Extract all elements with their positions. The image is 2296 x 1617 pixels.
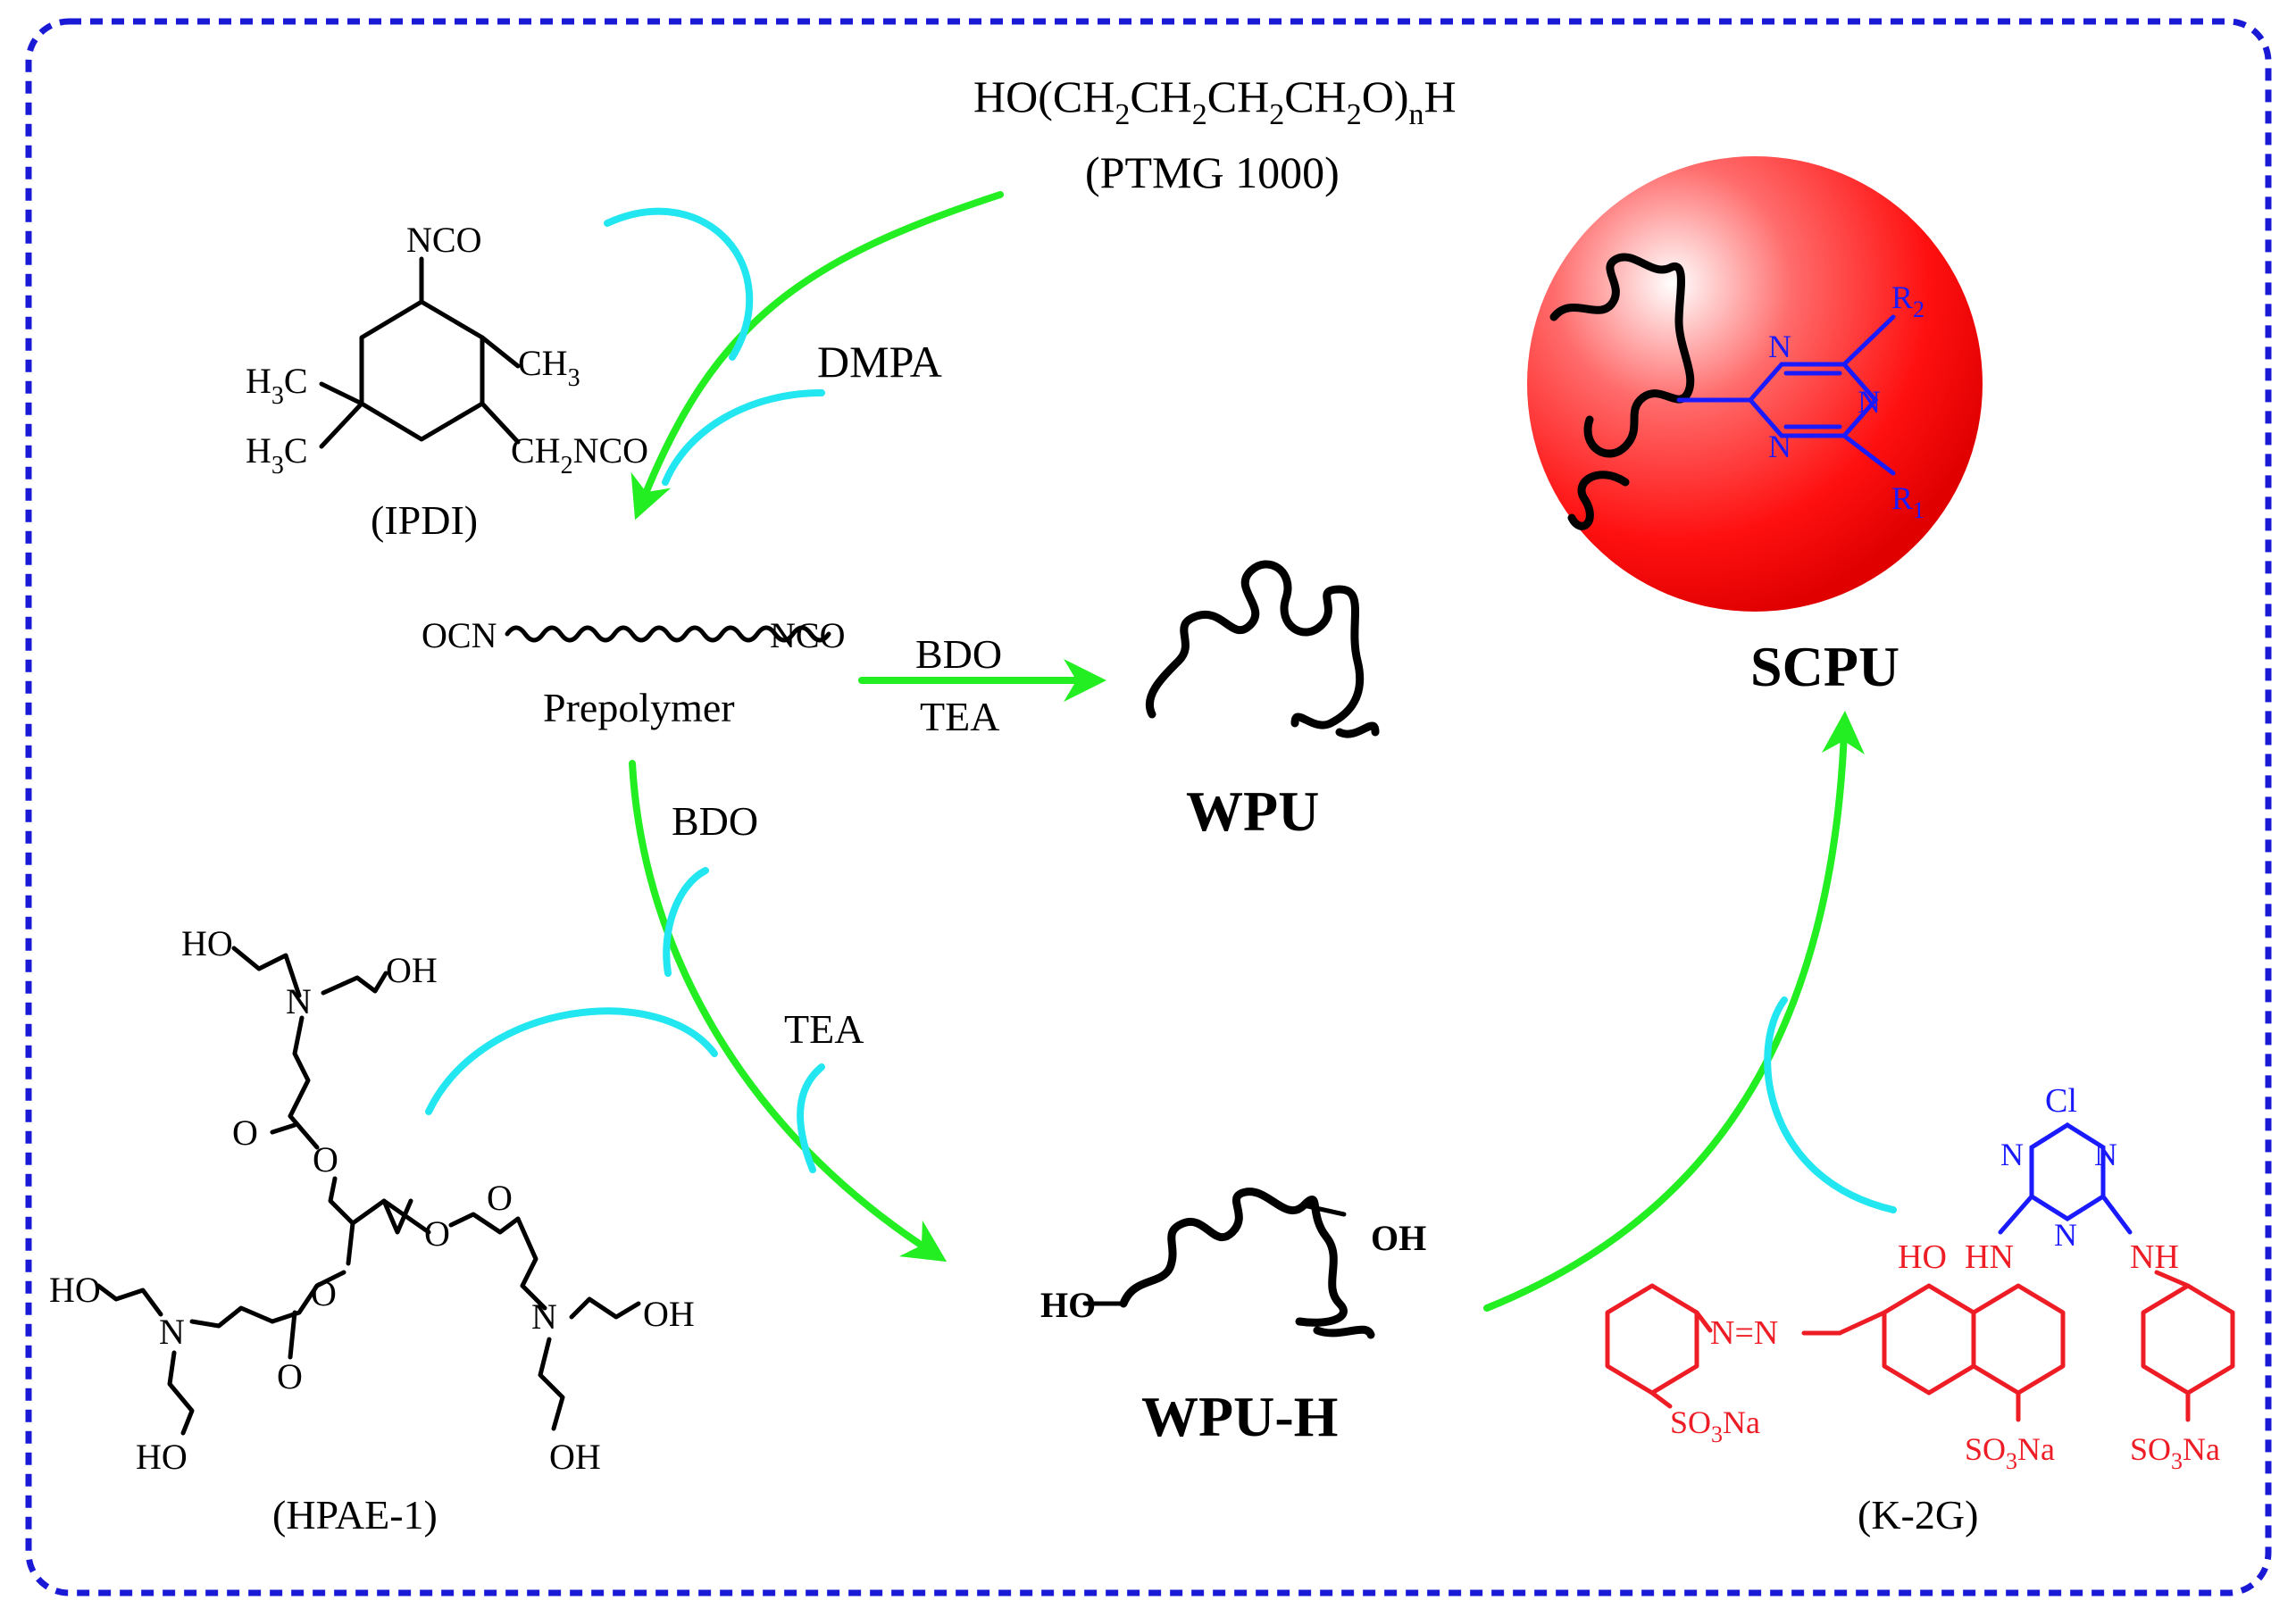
svg-text:SO3Na: SO3Na <box>1670 1404 1760 1447</box>
k2g-name: (K-2G) <box>1858 1492 1978 1538</box>
cyan-hpae-hook <box>425 1007 718 1115</box>
wpu-h-label: WPU-H <box>1141 1385 1338 1448</box>
svg-text:NCO: NCO <box>406 220 481 260</box>
svg-text:N=N: N=N <box>1710 1314 1778 1352</box>
svg-text:N: N <box>286 981 312 1021</box>
svg-text:CH2NCO: CH2NCO <box>511 430 648 479</box>
svg-text:NH: NH <box>2130 1238 2179 1276</box>
hpae-structure: HO N OH O O O O N OH OH O O N HO HO (HPA… <box>49 923 695 1538</box>
ipdi-name: (IPDI) <box>371 497 478 543</box>
svg-text:SO3Na: SO3Na <box>1965 1431 2055 1474</box>
svg-text:N: N <box>159 1312 185 1352</box>
svg-text:N: N <box>2094 1137 2117 1172</box>
svg-text:OH: OH <box>386 950 438 990</box>
svg-text:N: N <box>531 1296 557 1337</box>
svg-text:OH: OH <box>643 1294 695 1334</box>
svg-text:OCN: OCN <box>422 615 497 655</box>
svg-text:OH: OH <box>1371 1218 1426 1258</box>
svg-text:N: N <box>1768 429 1791 464</box>
cyan-bdo-hook <box>663 867 709 977</box>
svg-text:BDO: BDO <box>915 631 1002 677</box>
wpu-h-chain <box>1119 1188 1375 1339</box>
svg-text:HO: HO <box>49 1270 101 1310</box>
svg-text:R2: R2 <box>1891 279 1924 322</box>
svg-text:R1: R1 <box>1891 480 1924 523</box>
ipdi-structure: NCO CH3 H3C H3C CH2NCO (IPDI) <box>246 220 648 543</box>
svg-text:N: N <box>1768 329 1791 364</box>
k2g-structure: Cl N N N HO HN NH N=N SO3Na SO3Na SO3Na … <box>1605 1082 2235 1538</box>
svg-text:CH3: CH3 <box>518 343 580 392</box>
svg-text:N: N <box>1858 384 1881 420</box>
arrow-to-prepolymer <box>630 191 1004 521</box>
svg-text:HO: HO <box>181 923 233 963</box>
svg-text:H3C: H3C <box>246 361 308 410</box>
svg-text:O: O <box>487 1178 513 1218</box>
cyan-ipdi-hook <box>604 207 754 361</box>
svg-text:O: O <box>313 1139 338 1179</box>
svg-text:HO(CH2CH2CH2CH2O)nH: HO(CH2CH2CH2CH2O)nH <box>973 71 1457 131</box>
svg-text:HO: HO <box>1040 1285 1096 1325</box>
svg-text:BDO: BDO <box>672 798 758 844</box>
hpae-name: (HPAE-1) <box>272 1492 438 1538</box>
svg-text:HN: HN <box>1965 1238 2014 1276</box>
cyan-k2g-hook <box>1764 996 1897 1213</box>
ptmg-formula: HO(CH2CH2CH2CH2O)nH (PTMG 1000) <box>973 71 1457 197</box>
ptmg-name: (PTMG 1000) <box>1085 147 1340 197</box>
prepolymer-label: Prepolymer <box>543 685 735 730</box>
svg-text:H3C: H3C <box>246 430 308 479</box>
prepolymer: OCN NCO Prepolymer <box>422 615 845 730</box>
svg-text:N: N <box>2054 1217 2077 1253</box>
svg-text:SO3Na: SO3Na <box>2130 1431 2220 1474</box>
arrow-to-wpu-h <box>629 760 948 1263</box>
svg-text:O: O <box>277 1356 303 1396</box>
arrow-to-scpu <box>1483 711 1865 1312</box>
cyan-dmpa-hook <box>662 389 825 486</box>
svg-text:Cl: Cl <box>2045 1082 2077 1120</box>
svg-text:HO: HO <box>136 1437 188 1477</box>
svg-text:TEA: TEA <box>784 1006 864 1052</box>
svg-text:TEA: TEA <box>920 694 999 739</box>
svg-text:NCO: NCO <box>770 615 845 655</box>
svg-text:OH: OH <box>549 1437 601 1477</box>
svg-text:O: O <box>424 1213 450 1254</box>
svg-text:HO: HO <box>1898 1238 1947 1276</box>
cyan-tea-hook <box>797 1063 825 1173</box>
scpu-particle: N N N R2 R1 <box>1527 156 1983 612</box>
wpu-chain <box>1145 560 1380 738</box>
svg-text:N: N <box>2000 1137 2024 1172</box>
scpu-label: SCPU <box>1750 635 1899 698</box>
svg-text:O: O <box>232 1113 258 1153</box>
wpu-label: WPU <box>1186 779 1319 843</box>
dashed-border <box>25 18 2272 1596</box>
dmpa-label: DMPA <box>817 337 942 387</box>
